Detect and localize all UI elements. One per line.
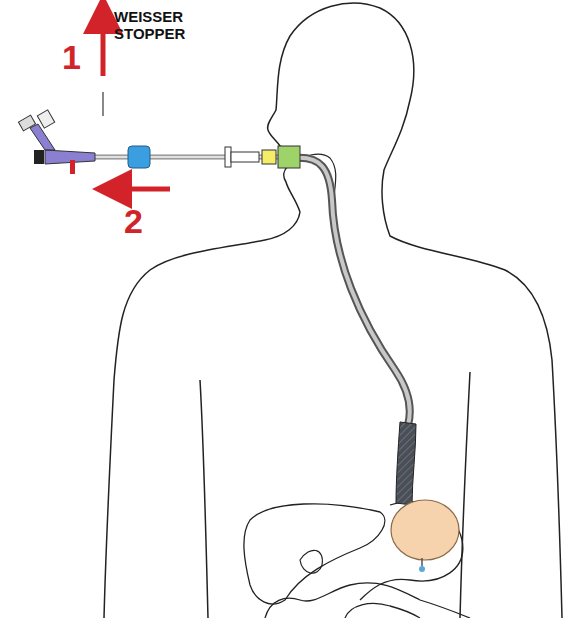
white-stopper	[102, 92, 104, 116]
yellow-fitting	[262, 150, 276, 164]
callout-number: 1	[62, 40, 81, 74]
gallbladder-outline	[300, 550, 322, 573]
red-arrow-up	[101, 14, 106, 76]
blue-connector	[128, 146, 150, 168]
tube-tip-drop	[419, 566, 425, 572]
syringe-adapter	[231, 152, 259, 162]
callout-number: 2	[124, 204, 143, 238]
syringe-adapter	[225, 147, 231, 167]
luer-cap	[18, 115, 35, 131]
liver-outline	[244, 504, 385, 604]
green-bite-block	[278, 146, 300, 168]
red-clamp	[70, 160, 75, 174]
body-outline	[104, 3, 562, 618]
arm-line	[200, 380, 208, 618]
esophageal-tube	[295, 158, 410, 425]
cap-black	[34, 150, 44, 164]
arm-line	[460, 372, 470, 618]
red-arrow-left	[112, 187, 170, 192]
mesh-segment	[396, 422, 416, 505]
balloon	[391, 500, 459, 560]
part-label: WEISSER STOPPER	[114, 8, 224, 43]
esophageal-tube-core	[295, 158, 410, 425]
luer-port	[37, 110, 54, 128]
tube-tip	[421, 558, 423, 566]
y-connector	[30, 124, 95, 164]
intestine-outline	[265, 583, 470, 618]
